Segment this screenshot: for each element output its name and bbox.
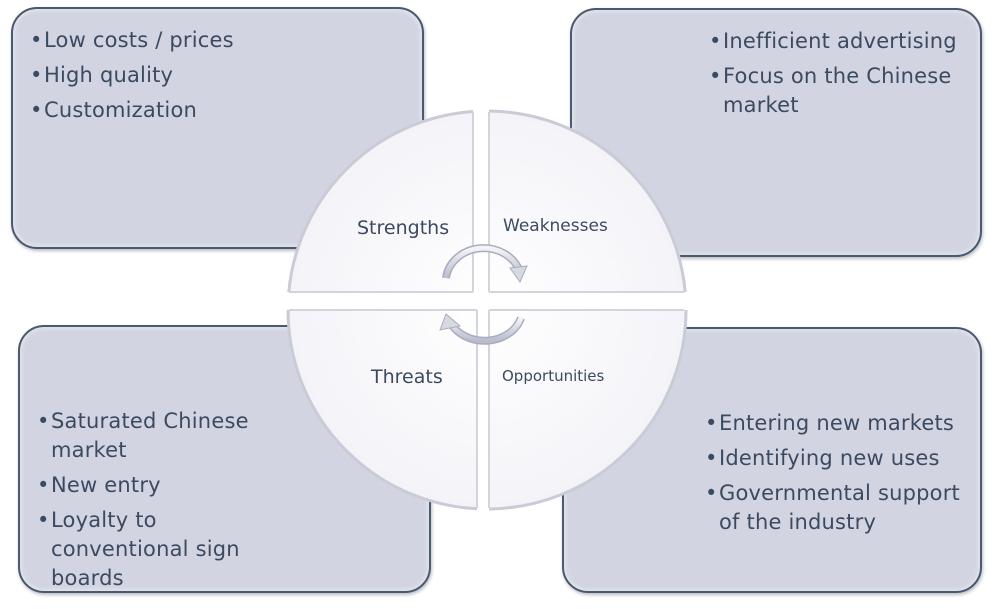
opportunities-box: Entering new markets Identifying new use… (562, 327, 982, 593)
threat-item: New entry (37, 471, 277, 500)
quadrant-weaknesses-wedge (489, 109, 687, 292)
weaknesses-list: Inefficient advertising Focus on the Chi… (709, 27, 974, 120)
opportunity-item: Entering new markets (705, 409, 975, 438)
quadrant-threats-wedge (286, 310, 477, 511)
threat-item: Loyalty to conventional sign boards (37, 506, 277, 593)
threats-list: Saturated Chinese market New entry Loyal… (37, 407, 277, 593)
strength-item: High quality (30, 61, 410, 90)
weakness-item: Inefficient advertising (709, 27, 974, 56)
strengths-box: Low costs / prices High quality Customiz… (11, 7, 424, 249)
threat-item: Saturated Chinese market (37, 407, 277, 465)
opportunity-item: Governmental support of the industry (705, 479, 975, 537)
weaknesses-label: Weaknesses (503, 216, 608, 236)
weaknesses-box: Inefficient advertising Focus on the Chi… (570, 8, 982, 257)
quadrant-strengths-wedge (287, 110, 473, 292)
strength-item: Low costs / prices (30, 26, 410, 55)
strengths-label: Strengths (357, 217, 450, 239)
quadrant-opportunities-wedge (489, 310, 688, 511)
cycle-arrows-icon (439, 244, 528, 345)
threats-label: Threats (371, 366, 443, 388)
opportunities-list: Entering new markets Identifying new use… (705, 409, 975, 537)
opportunities-label: Opportunities (502, 367, 605, 385)
weakness-item: Focus on the Chinese market (709, 62, 974, 120)
strength-item: Customization (30, 96, 410, 125)
strengths-list: Low costs / prices High quality Customiz… (30, 26, 410, 125)
opportunity-item: Identifying new uses (705, 444, 975, 473)
